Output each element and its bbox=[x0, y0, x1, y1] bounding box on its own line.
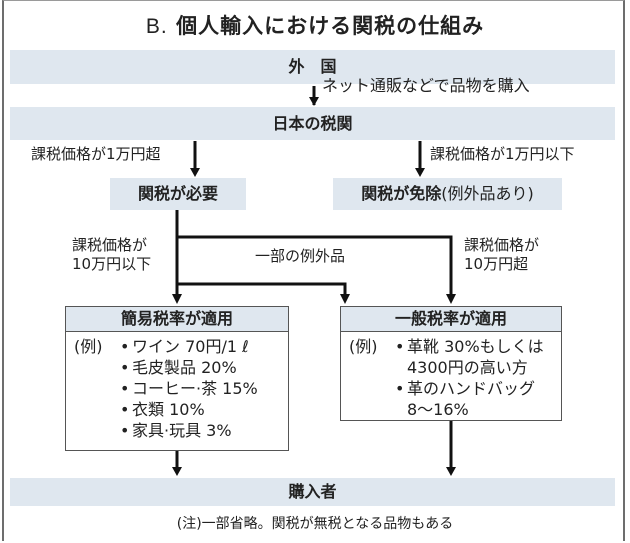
title-text: 個人輸入における関税の仕組み bbox=[176, 14, 485, 38]
example-item: 毛皮製品 20% bbox=[132, 358, 237, 377]
arrow-head bbox=[446, 294, 456, 304]
example-lead: (例) bbox=[74, 337, 103, 356]
example-item: 衣類 10% bbox=[132, 400, 205, 419]
example-item: 家具·玩具 3% bbox=[132, 421, 232, 440]
list-item: •コーヒー·茶 15% bbox=[74, 378, 282, 399]
edge-label-under-100k: 課税価格が 10万円以下 bbox=[72, 236, 151, 274]
bullet: • bbox=[120, 379, 130, 398]
simple-rate-header: 簡易税率が適用 bbox=[66, 307, 288, 332]
simple-rate-examples: (例)•ワイン 70円/1 ℓ •毛皮製品 20% •コーヒー·茶 15% •衣… bbox=[66, 332, 288, 445]
list-item: •家具·玩具 3% bbox=[74, 420, 282, 441]
general-rate-box: 一般税率が適用 (例)•革靴 30%もしくは 4300円の高い方 •革のハンドバ… bbox=[340, 306, 562, 421]
node-foreign: 外 国 bbox=[10, 50, 615, 84]
arrow-head bbox=[340, 294, 350, 304]
list-item: •革のハンドバッグ bbox=[349, 378, 555, 399]
general-rate-header: 一般税率が適用 bbox=[341, 307, 561, 332]
general-rate-examples: (例)•革靴 30%もしくは 4300円の高い方 •革のハンドバッグ 8〜16% bbox=[341, 332, 561, 424]
duty-exempt-label: 関税が免除 bbox=[361, 184, 442, 203]
edge-label-purchase: ネット通販などで品物を購入 bbox=[322, 76, 530, 95]
example-item: コーヒー·茶 15% bbox=[132, 379, 258, 398]
bullet: • bbox=[395, 379, 405, 398]
duty-exempt-exception-note: (例外品あり) bbox=[441, 184, 534, 203]
example-item-cont: 4300円の高い方 bbox=[407, 358, 528, 377]
arrow-head bbox=[446, 467, 456, 476]
node-buyer: 購入者 bbox=[10, 478, 615, 506]
arrow-head bbox=[415, 168, 425, 177]
edge-label-over-100k-line1: 課税価格が bbox=[464, 236, 540, 254]
edge-label-over-10k: 課税価格が1万円超 bbox=[31, 145, 161, 163]
node-duty-required: 関税が必要 bbox=[110, 178, 246, 210]
bullet: • bbox=[395, 337, 405, 356]
example-lead: (例) bbox=[349, 337, 378, 356]
figure-title: B. 個人輸入における関税の仕組み bbox=[0, 10, 630, 40]
arrow-head bbox=[172, 467, 182, 476]
list-item: (例) •ワイン 70円/1 ℓ bbox=[74, 336, 282, 357]
list-item: •衣類 10% bbox=[74, 399, 282, 420]
arrow-head bbox=[172, 294, 182, 304]
footnote: (注)一部省略。関税が無税となる品物もある bbox=[176, 516, 454, 532]
bullet: • bbox=[120, 400, 130, 419]
edge-label-under-100k-line1: 課税価格が bbox=[72, 236, 148, 254]
edge-label-exceptions: 一部の例外品 bbox=[255, 247, 346, 265]
bullet: • bbox=[120, 421, 130, 440]
node-duty-exempt: 関税が免除(例外品あり) bbox=[333, 178, 562, 210]
example-item-cont: 8〜16% bbox=[407, 400, 469, 419]
list-item-continuation: 8〜16% bbox=[349, 399, 555, 420]
edge-label-over-100k-line2: 10万円超 bbox=[464, 255, 529, 273]
edge-label-under-10k: 課税価格が1万円以下 bbox=[430, 145, 575, 163]
bullet: • bbox=[120, 358, 130, 377]
bullet: • bbox=[120, 337, 130, 356]
example-item: 革のハンドバッグ bbox=[407, 379, 536, 398]
line-exceptions-to-general bbox=[177, 282, 347, 296]
title-prefix: B. bbox=[145, 15, 168, 38]
example-item: 革靴 30%もしくは bbox=[407, 337, 544, 356]
list-item: (例) •革靴 30%もしくは bbox=[349, 336, 555, 357]
edge-label-under-100k-line2: 10万円以下 bbox=[72, 255, 152, 273]
list-item: •毛皮製品 20% bbox=[74, 357, 282, 378]
example-item: ワイン 70円/1 ℓ bbox=[132, 337, 249, 356]
list-item-continuation: 4300円の高い方 bbox=[349, 357, 555, 378]
line-to-general-over-100k bbox=[177, 235, 453, 296]
simple-rate-box: 簡易税率が適用 (例)•ワイン 70円/1 ℓ •毛皮製品 20% •コーヒー·… bbox=[65, 306, 289, 451]
node-customs: 日本の税関 bbox=[10, 107, 615, 140]
arrow-head bbox=[190, 168, 200, 177]
edge-label-over-100k: 課税価格が 10万円超 bbox=[464, 236, 539, 274]
arrow-head bbox=[309, 97, 319, 106]
